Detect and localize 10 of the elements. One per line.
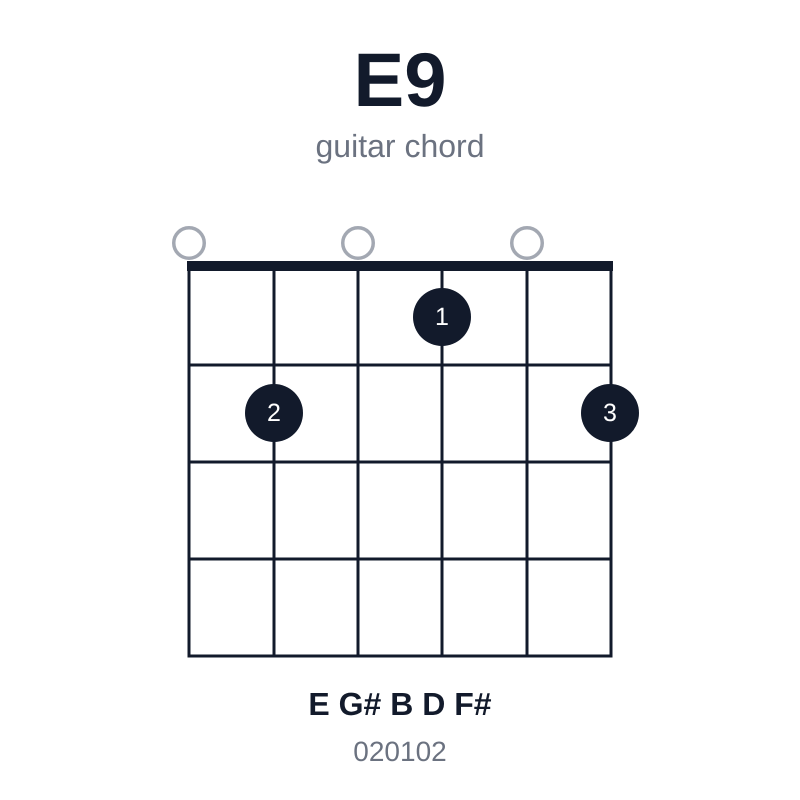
ring-icon	[172, 226, 206, 260]
chord-subtitle: guitar chord	[316, 130, 484, 162]
chord-title: E9	[354, 43, 446, 119]
chord-notes: E G# B D F#	[308, 688, 492, 720]
finger-dot: 1	[413, 288, 471, 346]
ring-icon	[341, 226, 375, 260]
fingering-code: 020102	[353, 738, 447, 766]
finger-dot: 3	[581, 384, 639, 442]
finger-dot: 2	[245, 384, 303, 442]
ring-icon	[510, 226, 544, 260]
